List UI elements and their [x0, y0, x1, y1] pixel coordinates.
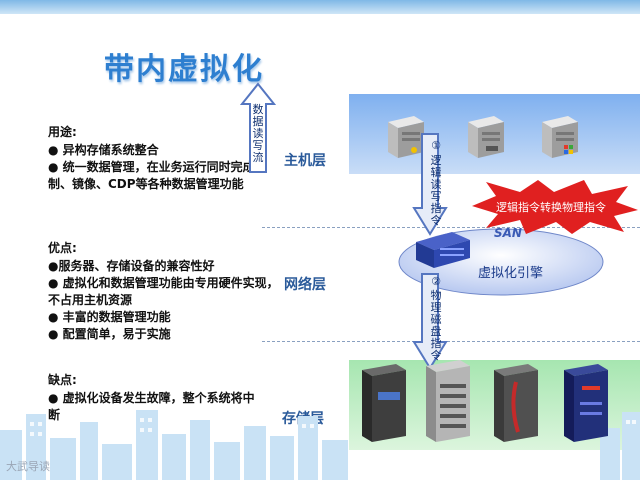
conversion-burst-shape: [472, 180, 638, 234]
storage-array-icon: [362, 364, 406, 442]
pros-item: ● 丰富的数据管理功能: [48, 310, 171, 324]
logical-instruction-label: 逻辑读写指令: [430, 154, 442, 227]
pros-heading: 优点:: [48, 241, 77, 255]
storage-emc-array-icon: [426, 360, 470, 442]
physical-instruction-number: ②: [431, 275, 441, 288]
usage-item: ● 异构存储系统整合: [48, 143, 159, 157]
host-server-unix-icon: [468, 116, 504, 158]
physical-instruction-label: 物理磁盘指令: [430, 289, 442, 362]
top-banner: [0, 0, 640, 14]
pros-item: ●服务器、存储设备的兼容性好: [48, 259, 215, 273]
page-title: 带内虚拟化: [104, 52, 264, 87]
data-flow-up-arrow: [240, 82, 276, 173]
storage-hds-array-icon: [564, 364, 608, 442]
host-layer-label: 主机层: [284, 153, 326, 169]
virtualization-engine-label: 虚拟化引擎: [478, 266, 544, 281]
city-skyline-graphic: [0, 410, 640, 480]
data-flow-label: 数据读写流: [252, 103, 264, 164]
usage-block: 用途: ● 异构存储系统整合 ● 统一数据管理，在业务运行同时完成复制、镜像、C…: [48, 124, 280, 193]
host-server-windows-icon: [542, 116, 578, 158]
host-server-linux-icon: [388, 116, 424, 158]
layer-divider: [262, 341, 640, 342]
pros-block: 优点: ●服务器、存储设备的兼容性好 ● 虚拟化和数据管理功能由专用硬件实现，不…: [48, 240, 280, 343]
pros-item: ● 虚拟化和数据管理功能由专用硬件实现，不占用主机资源: [48, 276, 279, 307]
pros-item: ● 配置简单，易于实施: [48, 327, 171, 341]
storage-cabinet-icon: [494, 364, 538, 442]
cons-heading: 缺点:: [48, 373, 77, 387]
layer-divider: [262, 227, 640, 228]
usage-heading: 用途:: [48, 125, 77, 139]
san-label: SAN: [494, 226, 522, 240]
usage-item: ● 统一数据管理，在业务运行同时完成复制、镜像、CDP等各种数据管理功能: [48, 160, 267, 191]
watermark: 大武导读: [6, 460, 50, 473]
conversion-burst-label: 逻辑指令转换物理指令: [496, 201, 606, 214]
physical-instruction-down-arrow: [412, 273, 448, 370]
network-layer-label: 网络层: [284, 277, 326, 293]
cons-item: ● 虚拟化设备发生故障，整个系统将中断: [48, 391, 255, 422]
logical-instruction-down-arrow: [412, 133, 448, 236]
virtualization-engine-device-icon: [416, 232, 470, 268]
cons-block: 缺点: ● 虚拟化设备发生故障，整个系统将中断: [48, 372, 262, 424]
logical-instruction-number: ①: [431, 139, 441, 152]
